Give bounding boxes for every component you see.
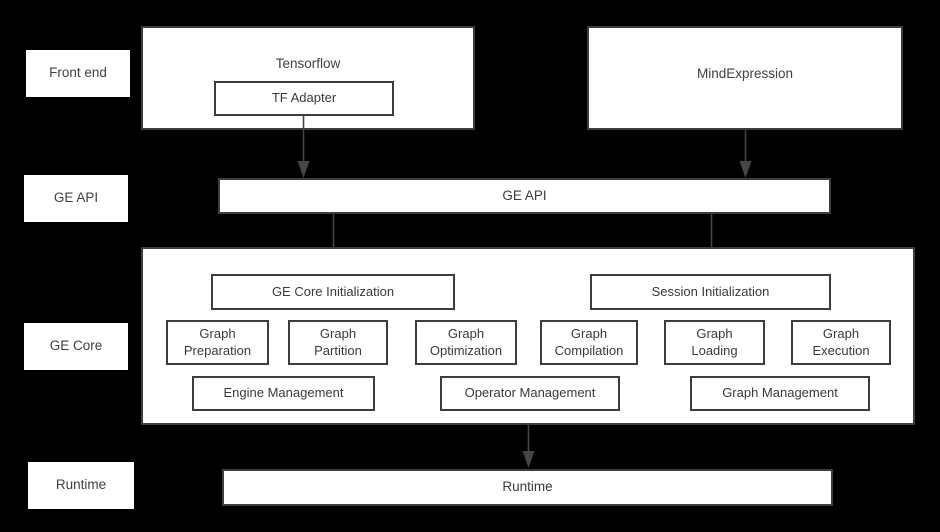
ge-core-initialization-box[interactable]: GE Core Initialization <box>211 274 455 310</box>
layer-label-ge-api: GE API <box>24 175 128 222</box>
module-graph-partition[interactable]: Graph Partition <box>288 320 388 365</box>
layer-label-front-end: Front end <box>26 50 130 97</box>
tensorflow-label: Tensorflow <box>275 56 341 71</box>
layer-label-ge-core: GE Core <box>24 323 128 370</box>
module-graph-loading[interactable]: Graph Loading <box>664 320 765 365</box>
runtime-box[interactable]: Runtime <box>222 469 833 506</box>
management-graph[interactable]: Graph Management <box>690 376 870 411</box>
module-graph-preparation[interactable]: Graph Preparation <box>166 320 269 365</box>
mindexpression-label: MindExpression <box>696 66 794 81</box>
session-initialization-box[interactable]: Session Initialization <box>590 274 831 310</box>
management-engine[interactable]: Engine Management <box>192 376 375 411</box>
ge-api-box[interactable]: GE API <box>218 178 831 214</box>
layer-label-runtime: Runtime <box>28 462 134 509</box>
tf-adapter-box[interactable]: TF Adapter <box>214 81 394 116</box>
connector-mindexpression-to-ge-api <box>737 130 754 179</box>
module-graph-execution[interactable]: Graph Execution <box>791 320 891 365</box>
connector-tf-adapter-to-ge-api <box>295 116 312 179</box>
frontend-mindexpression-container[interactable]: MindExpression <box>587 26 903 130</box>
connector-ge-core-to-runtime <box>520 425 537 469</box>
module-graph-optimization[interactable]: Graph Optimization <box>415 320 517 365</box>
module-graph-compilation[interactable]: Graph Compilation <box>540 320 638 365</box>
management-operator[interactable]: Operator Management <box>440 376 620 411</box>
